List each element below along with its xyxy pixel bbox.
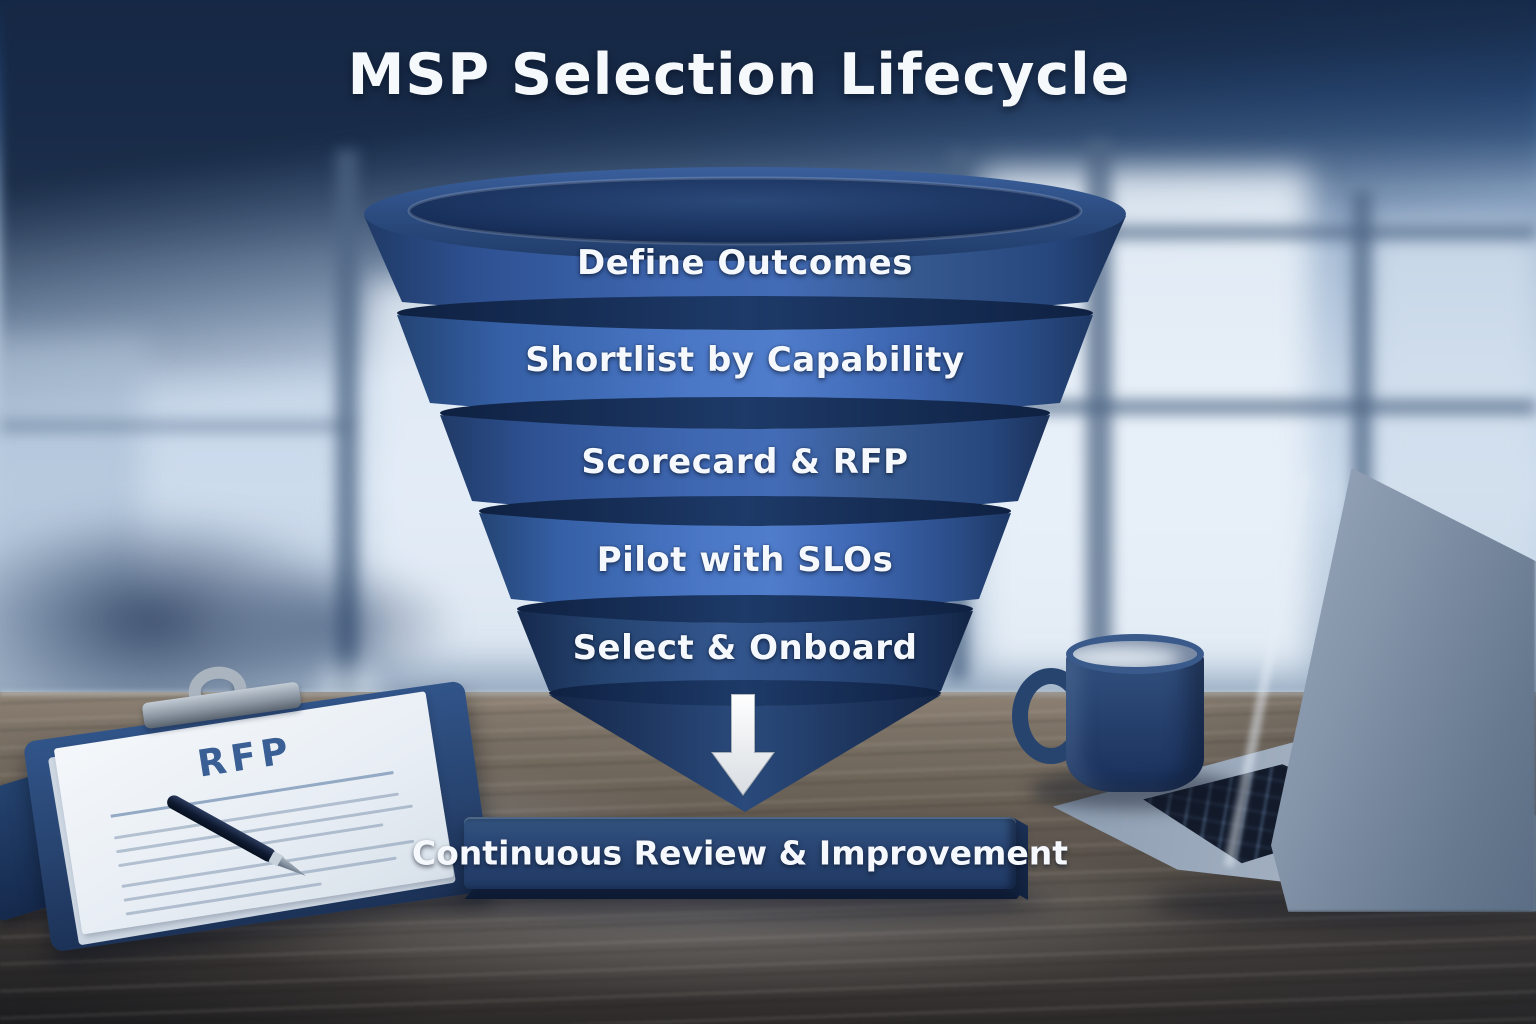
funnel-stage-scorecard-rfp: Scorecard & RFP [581, 442, 909, 482]
funnel-stage-shortlist-by-capability: Shortlist by Capability [525, 340, 965, 380]
funnel-stage-define-outcomes: Define Outcomes [577, 243, 913, 283]
continuous-review-banner-label: Continuous Review & Improvement [411, 833, 1069, 873]
window-mullion [0, 420, 350, 432]
page-title: MSP Selection Lifecycle [347, 42, 1131, 108]
window-mullion [950, 400, 1536, 414]
arrow-down-icon [709, 693, 777, 798]
coffee-mug-rim [1066, 634, 1204, 674]
funnel-stage-select-onboard: Select & Onboard [572, 628, 918, 668]
funnel-stage-pilot-with-slos: Pilot with SLOs [596, 540, 894, 580]
blurred-office-furniture [200, 560, 460, 690]
continuous-review-banner [464, 817, 1016, 889]
